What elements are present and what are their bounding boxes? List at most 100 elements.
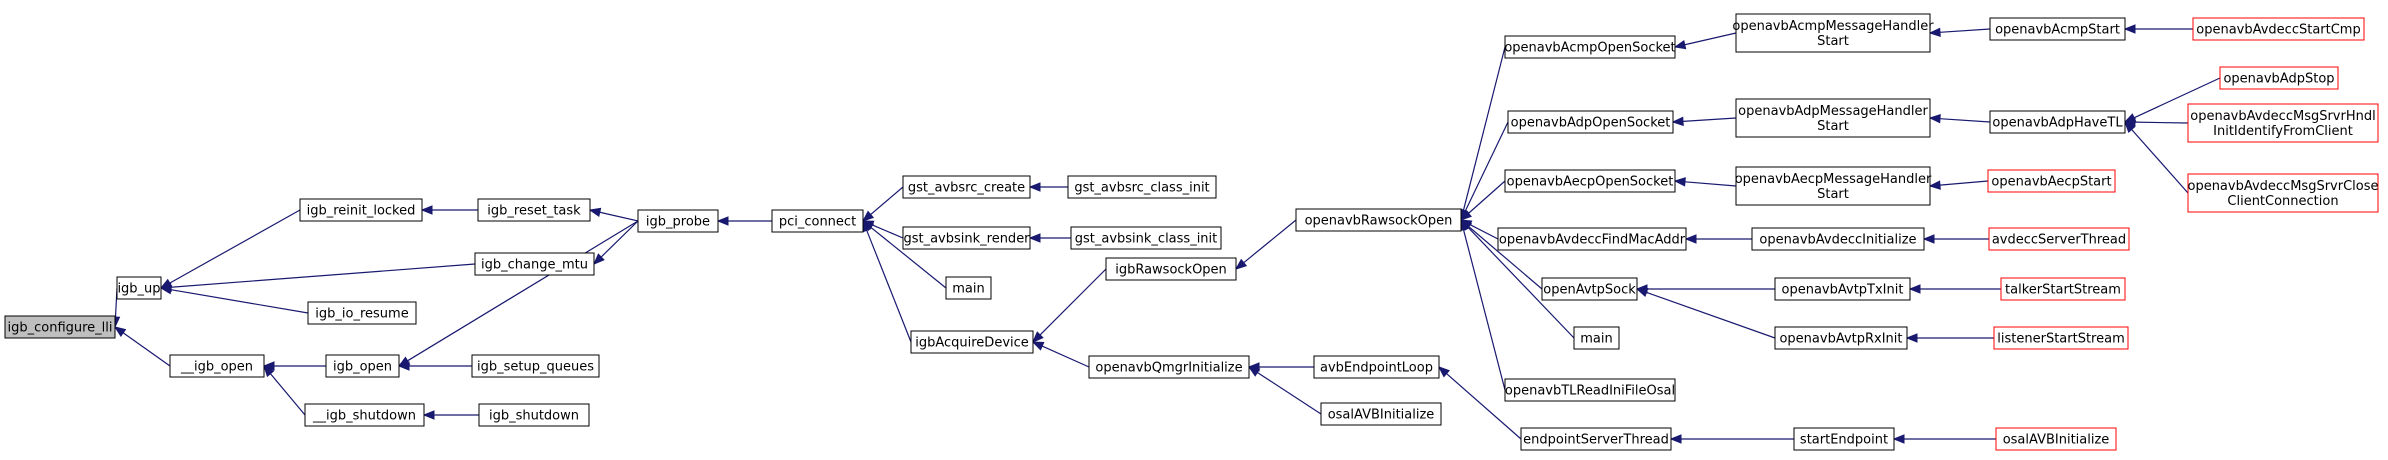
edge-pci_connect-to-igb_probe (716, 216, 772, 226)
node-label: talkerStartStream (2005, 283, 2121, 298)
node-openavbTLReadIniFileOsal[interactable]: openavbTLReadIniFileOsal (1504, 378, 1676, 402)
edge-igb_reset_task-to-igb_reinit_locked (420, 205, 478, 215)
node-box (299, 198, 423, 222)
edge-gst_avbsink_class_init-to-gst_avbsink_render (1028, 233, 1071, 243)
node-openavbAecpOpenSocket[interactable]: openavbAecpOpenSocket (1504, 169, 1676, 193)
node-openavbAecpStart[interactable]: openavbAecpStart (1987, 169, 2116, 193)
node-label: ClientConnection (2227, 194, 2338, 209)
node-igb_reinit_locked[interactable]: igb_reinit_locked (299, 198, 423, 222)
node-label: openavbAvtpTxInit (1782, 283, 1904, 298)
node-openavbQmgrInitialize[interactable]: openavbQmgrInitialize (1088, 355, 1250, 379)
node-label: pci_connect (779, 215, 856, 230)
node-openavbRawsockOpen[interactable]: openavbRawsockOpen (1295, 208, 1462, 232)
node-box (477, 198, 591, 222)
node-main_1[interactable]: main (945, 276, 992, 300)
node-label: openavbAdpHaveTL (1992, 116, 2123, 131)
node-openavbAdpHaveTL[interactable]: openavbAdpHaveTL (1989, 110, 2126, 134)
node-main_2[interactable]: main (1573, 326, 1620, 350)
node-openavbAdpStop[interactable]: openavbAdpStop (2219, 66, 2339, 90)
arrowhead-icon (1684, 234, 1697, 244)
node-label: openavbQmgrInitialize (1095, 361, 1242, 376)
node-igbAcquireDevice[interactable]: igbAcquireDevice (910, 330, 1034, 354)
node-box (2187, 103, 2379, 143)
node-label: gst_avbsrc_create (908, 181, 1025, 196)
node-igbRawsockOpen[interactable]: igbRawsockOpen (1105, 257, 1237, 281)
arrowhead-icon (113, 326, 127, 337)
node-label: igb_configure_lli (7, 321, 112, 336)
arrowhead-icon (1928, 27, 1941, 38)
arrowhead-icon (716, 216, 729, 226)
arrowhead-icon (1635, 288, 1649, 297)
node-gst_avbsrc_create[interactable]: gst_avbsrc_create (902, 175, 1031, 199)
node-openavbAvdeccMsgSrvrCloseClientConnection[interactable]: openavbAvdeccMsgSrvrCloseClientConnectio… (2187, 173, 2379, 213)
node-openavbAvdeccInitialize[interactable]: openavbAvdeccInitialize (1751, 227, 1925, 251)
node-openavbAvdeccStartCmp[interactable]: openavbAvdeccStartCmp (2192, 17, 2365, 41)
edge-__igb_shutdown-to-__igb_open (263, 364, 306, 416)
node-openavbAvdeccMsgSrvrHndlInitIdentifyFromClient[interactable]: openavbAvdeccMsgSrvrHndlInitIdentifyFrom… (2187, 103, 2379, 143)
node-openavbAvdeccFindMacAddr[interactable]: openavbAvdeccFindMacAddr (1497, 227, 1687, 251)
node-openavbAcmpOpenSocket[interactable]: openavbAcmpOpenSocket (1504, 35, 1676, 59)
node-igb_change_mtu[interactable]: igb_change_mtu (474, 252, 595, 276)
node-gst_avbsink_render[interactable]: gst_avbsink_render (902, 226, 1031, 250)
node-openavbAvtpRxInit[interactable]: openavbAvtpRxInit (1774, 326, 1908, 350)
node-gst_avbsrc_class_init[interactable]: gst_avbsrc_class_init (1067, 175, 1217, 199)
node-igb_reset_task[interactable]: igb_reset_task (477, 198, 591, 222)
node-box (771, 209, 864, 233)
node-box (902, 175, 1031, 199)
arrowhead-icon (1247, 366, 1261, 377)
node-box (169, 354, 265, 378)
node-igb_open[interactable]: igb_open (325, 354, 400, 378)
node-openavbAvtpTxInit[interactable]: openavbAvtpTxInit (1774, 277, 1911, 301)
node-label: igb_open (333, 360, 392, 375)
node-label: igb_setup_queues (477, 360, 594, 375)
node-igb_shutdown[interactable]: igb_shutdown (478, 403, 590, 427)
node-__igb_open[interactable]: __igb_open (169, 354, 265, 378)
node-gst_avbsink_class_init[interactable]: gst_avbsink_class_init (1070, 226, 1222, 250)
node-box (1504, 35, 1676, 59)
node-label: openavbAecpStart (1991, 175, 2111, 190)
node-label: endpointServerThread (1523, 433, 1669, 448)
node-box (4, 315, 116, 339)
node-igb_up[interactable]: igb_up (116, 276, 162, 300)
node-osalAVBInitialize_2[interactable]: osalAVBInitialize (1995, 427, 2117, 451)
node-avbEndpointLoop[interactable]: avbEndpointLoop (1313, 355, 1440, 379)
node-endpointServerThread[interactable]: endpointServerThread (1520, 427, 1672, 451)
node-avdeccServerThread[interactable]: avdeccServerThread (1988, 227, 2130, 251)
node-openavbAdpOpenSocket[interactable]: openavbAdpOpenSocket (1507, 110, 1674, 134)
arrowhead-icon (1673, 177, 1686, 187)
node-igb_setup_queues[interactable]: igb_setup_queues (471, 354, 600, 378)
node-startEndpoint[interactable]: startEndpoint (1793, 427, 1895, 451)
node-box (1070, 226, 1222, 250)
node-label: osalAVBInitialize (2003, 433, 2110, 448)
node-label: Start (1817, 187, 1849, 202)
node-listenerStartStream[interactable]: listenerStartStream (1993, 326, 2129, 350)
edge-igb_probe-to-igb_open (397, 220, 639, 367)
node-box (1735, 98, 1931, 138)
node-label: openavbTLReadIniFileOsal (1505, 384, 1675, 399)
node-openavbAcmpStart[interactable]: openavbAcmpStart (1989, 17, 2126, 41)
node-pci_connect[interactable]: pci_connect (771, 209, 864, 233)
arrowhead-icon (2123, 24, 2136, 34)
edge-openavbAecpMessageHandlerStart-to-openavbAecpOpenSocket (1673, 177, 1737, 187)
node-box (902, 226, 1031, 250)
node-label: avbEndpointLoop (1320, 361, 1433, 376)
arrowhead-icon (263, 364, 275, 378)
node-box (1295, 208, 1462, 232)
edge-igb_shutdown-to-__igb_shutdown (422, 410, 479, 420)
node-box (1774, 277, 1911, 301)
node-igb_io_resume[interactable]: igb_io_resume (307, 301, 417, 325)
arrowhead-icon (1028, 182, 1041, 192)
node-igb_probe[interactable]: igb_probe (637, 209, 719, 233)
edge-endpointServerThread-to-avbEndpointLoop (1437, 366, 1522, 440)
node-__igb_shutdown[interactable]: __igb_shutdown (304, 403, 425, 427)
node-osalAVBInitialize_1[interactable]: osalAVBInitialize (1320, 402, 1442, 426)
node-openAvtpSock[interactable]: openAvtpSock (1541, 277, 1638, 301)
edge-gst_avbsrc_create-to-pci_connect (861, 186, 904, 222)
node-talkerStartStream[interactable]: talkerStartStream (2000, 277, 2126, 301)
node-box (478, 403, 590, 427)
node-box (307, 301, 417, 325)
